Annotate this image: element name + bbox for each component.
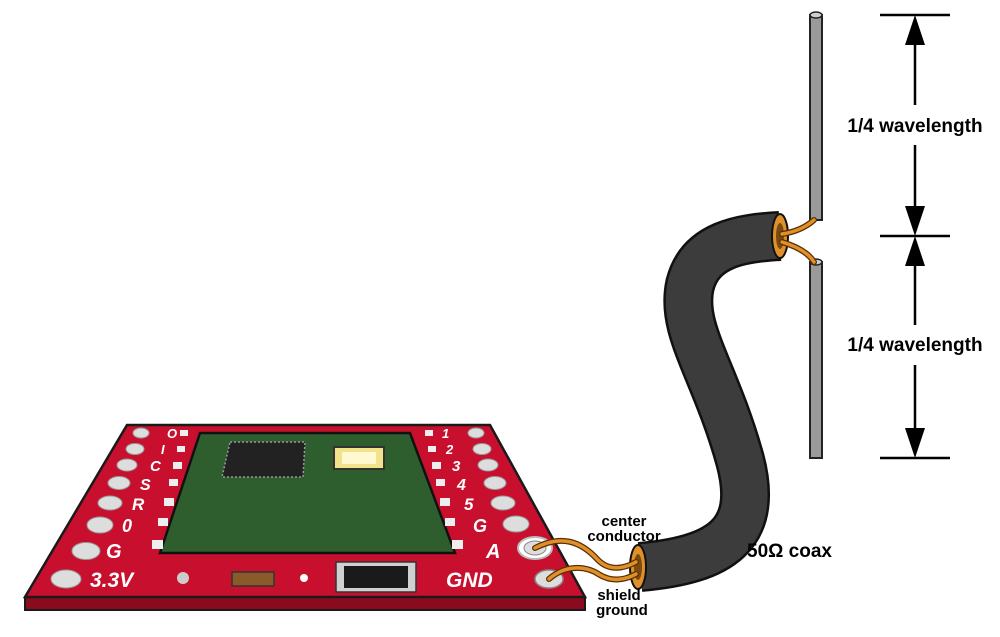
upper-element-cap bbox=[809, 11, 823, 19]
pin-label: 0 bbox=[122, 516, 132, 536]
left-pin-labels: O I C S R 0 G 3.3V bbox=[90, 426, 177, 592]
pin-label: R bbox=[132, 495, 145, 514]
coax-label: 50Ω coax bbox=[747, 541, 832, 562]
pad bbox=[467, 427, 485, 439]
smd-pad bbox=[180, 430, 188, 436]
pad bbox=[86, 516, 114, 534]
shield-ground-label-line2: ground bbox=[596, 602, 648, 619]
pin-label: C bbox=[150, 458, 162, 475]
pad bbox=[97, 495, 123, 511]
lower-element bbox=[809, 261, 823, 459]
pad bbox=[483, 476, 507, 490]
smd-pad bbox=[169, 479, 178, 486]
board-edge bbox=[24, 596, 586, 611]
pin-label: 3.3V bbox=[90, 569, 135, 592]
arrow-down-icon bbox=[905, 428, 925, 458]
right-pads bbox=[467, 427, 530, 533]
pad bbox=[477, 458, 499, 472]
smd-pad bbox=[158, 518, 168, 526]
smd-pad bbox=[445, 518, 455, 526]
led-dot bbox=[300, 574, 308, 582]
lower-wire bbox=[780, 240, 816, 264]
left-smd-pads bbox=[152, 430, 188, 549]
pin-label: 1 bbox=[442, 426, 449, 441]
smd-pad bbox=[440, 498, 450, 506]
smd-pad bbox=[425, 430, 433, 436]
pin-label: GND bbox=[446, 569, 493, 592]
regulator bbox=[344, 566, 408, 588]
smd-pad bbox=[436, 479, 445, 486]
arrow-up-icon bbox=[905, 236, 925, 266]
pin-label: S bbox=[140, 477, 151, 494]
dimension-markers bbox=[880, 13, 950, 460]
left-pads bbox=[50, 427, 150, 589]
pin-label: A bbox=[485, 541, 500, 563]
pin-label: G bbox=[106, 541, 122, 563]
pad bbox=[490, 495, 516, 511]
center-conductor-label-line2: conductor bbox=[587, 528, 660, 545]
pin-label: 2 bbox=[445, 442, 454, 457]
smd-pad bbox=[177, 446, 185, 452]
smd-pad bbox=[452, 540, 463, 549]
radio-module bbox=[158, 431, 457, 555]
smd-pad bbox=[164, 498, 174, 506]
smd-pad bbox=[432, 462, 441, 469]
pad bbox=[125, 443, 145, 455]
pad bbox=[71, 542, 101, 560]
center-wire bbox=[533, 539, 638, 570]
pin-label: 3 bbox=[452, 458, 461, 475]
right-smd-pads bbox=[425, 430, 463, 549]
smd-pad bbox=[173, 462, 182, 469]
mount-hole bbox=[177, 572, 189, 584]
arrow-down-icon bbox=[905, 206, 925, 236]
dipole-antenna bbox=[809, 11, 823, 459]
crystal-face bbox=[342, 452, 376, 464]
coax-jacket bbox=[637, 213, 782, 590]
antenna-wires bbox=[779, 217, 817, 265]
ic-chip bbox=[221, 441, 306, 478]
pin-label: G bbox=[473, 516, 487, 536]
shield-wire bbox=[547, 566, 638, 582]
smd-pad bbox=[152, 540, 163, 549]
upper-wire bbox=[780, 218, 816, 236]
pad bbox=[116, 458, 138, 472]
pin-label: 4 bbox=[456, 477, 466, 494]
pad bbox=[107, 476, 131, 490]
pad bbox=[502, 515, 530, 533]
pin-label: O bbox=[167, 426, 177, 441]
pin-label: 5 bbox=[464, 495, 474, 514]
upper-element bbox=[809, 14, 823, 221]
smd-pad bbox=[428, 446, 436, 452]
breakout-board: O I C S R 0 G 3.3V 1 2 3 4 5 G A GND bbox=[22, 423, 588, 611]
lower-length-label: 1/4 wavelength bbox=[847, 335, 982, 356]
pad bbox=[132, 427, 150, 439]
pad bbox=[472, 443, 492, 455]
right-pin-labels: 1 2 3 4 5 G A GND bbox=[442, 426, 500, 592]
pin-label: I bbox=[161, 442, 165, 457]
center-conductor-label-line1: center bbox=[601, 513, 646, 530]
shield-ground-label-line1: shield bbox=[597, 587, 640, 604]
pad bbox=[50, 569, 82, 589]
board-wires bbox=[532, 537, 639, 583]
arrow-up-icon bbox=[905, 15, 925, 45]
resistor bbox=[231, 571, 275, 587]
upper-length-label: 1/4 wavelength bbox=[847, 116, 982, 137]
